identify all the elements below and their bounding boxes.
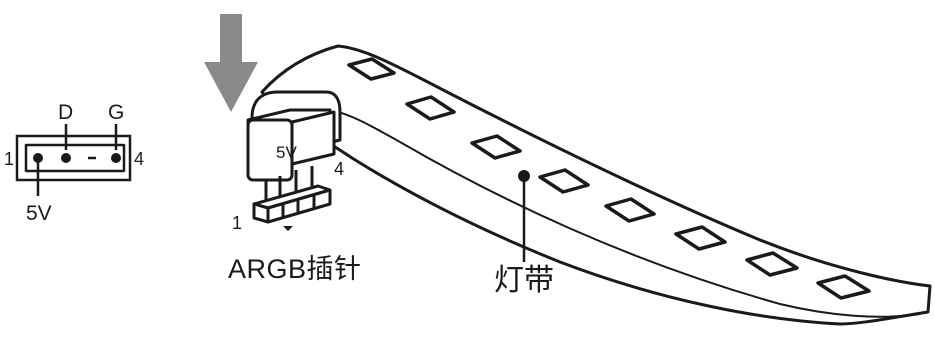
argb-header-caption: ARGB插针 [228,254,362,284]
pin-label-5v: 5V [26,202,52,225]
pin-number-left: 1 [4,149,15,169]
led-strip-edge [291,107,921,318]
connector-outline [15,134,132,182]
led-chip [538,168,590,194]
pin-label-d: D [58,101,74,124]
pin-label-g: G [108,101,125,124]
connector-pin [61,153,71,163]
pin-number-right: 4 [134,149,145,169]
connector-pins [33,153,121,163]
header-base [252,202,270,224]
pin1-marker-icon [283,226,293,231]
led-chip [405,95,456,121]
led-chip [470,134,522,160]
connector-pin [33,153,43,163]
argb-header-plug [246,90,342,224]
led-chips [347,57,871,300]
connector-inner [24,143,126,173]
plug-label-5v: 5V [276,143,297,162]
led-chip [674,225,727,251]
plug-pin-number-4: 4 [334,159,345,179]
led-chip [816,274,871,300]
led-chip [604,197,656,223]
connector-schematic [15,124,132,196]
led-strip-caption: 灯带 [494,263,554,298]
plug-side [290,110,336,166]
down-arrow-icon [204,14,258,112]
led-chip [347,57,396,81]
strip-pointer [518,170,530,262]
led-chip [745,251,799,277]
plug-pin-number-1: 1 [232,213,243,233]
connector-pin [111,153,121,163]
